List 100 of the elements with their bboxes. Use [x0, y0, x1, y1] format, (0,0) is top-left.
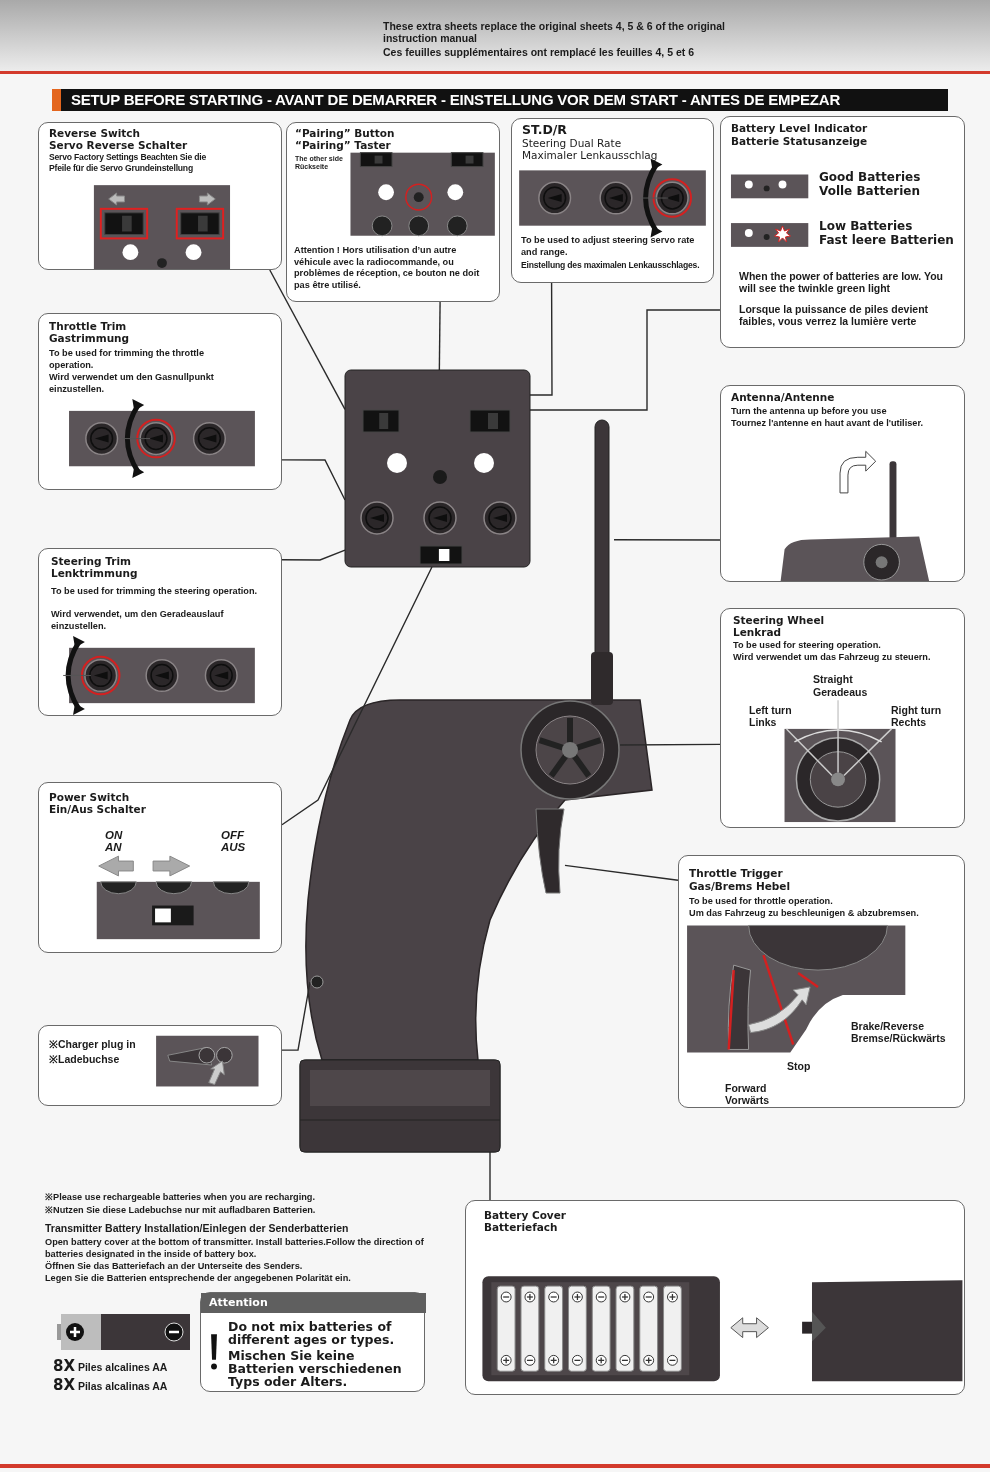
note-text: 8X Piles alcalines AA: [53, 1360, 169, 1373]
callout-panel: [678, 855, 965, 1108]
control-panel: [345, 370, 530, 567]
note-text: Öffnen Sie das Batteriefach an der Unterseite des Senders.: [45, 1261, 304, 1273]
panel-heading: Throttle Trim: [49, 320, 127, 332]
leader-line: [529, 282, 553, 396]
note-text: ※Nutzen Sie diese Ladebuchse nur mit aufladbaren Batterien.: [45, 1205, 317, 1217]
status-label: Fast leere Batterien: [819, 233, 954, 247]
note-text: Transmitter Battery Installation/Einlegen der Senderbatterien: [45, 1222, 350, 1234]
callout-panel: [38, 313, 282, 490]
part-label: Geradeaus: [813, 686, 868, 698]
part-label: ※Ladebuchse: [49, 1053, 120, 1065]
battery-compartment: [300, 1060, 500, 1152]
part-label: Lorsque la puissance de piles devient faibles, vous verrez la lumière verte: [739, 303, 930, 327]
panel-heading: “Pairing” Taster: [295, 139, 391, 151]
note-text: Legen Sie die Batterien entsprechende der angegebenen Polarität ein.: [45, 1273, 352, 1285]
note-text: ※Please use rechargeable batteries when you are recharging.: [45, 1192, 316, 1204]
leader-line: [281, 459, 346, 501]
leader-line: [281, 566, 433, 826]
panel-heading: ST.D/R: [522, 123, 567, 137]
antenna: [590, 420, 614, 705]
leader-line: [619, 743, 721, 746]
panel-heading: Antenna/Antenne: [731, 391, 835, 403]
panel-heading: Battery Level Indicator: [731, 122, 868, 134]
panel-heading: Throttle Trigger: [689, 867, 783, 879]
switch-label: OFF: [221, 829, 244, 841]
panel-text: To be used for trimming the throttle operation.: [49, 348, 205, 371]
switch-label: AN: [105, 841, 122, 853]
panel-text: To be used for throttle operation.: [689, 896, 834, 908]
leader-line: [438, 301, 441, 371]
section-title: SETUP BEFORE STARTING - AVANT DE DEMARRER - EINSTELLUNG VOR DEM START - ANTES DE EMPEZAR: [52, 89, 948, 111]
switch-label: AUS: [221, 841, 246, 853]
part-label: ※Charger plug in: [49, 1038, 136, 1050]
leader-line: [564, 864, 679, 881]
part-label: Bremse/Rückwärts: [851, 1032, 946, 1044]
leader-line: [529, 309, 721, 411]
panel-heading: Steering Wheel: [733, 614, 825, 626]
callout-panel: [720, 608, 965, 828]
note-text: Open battery cover at the bottom of transmitter. Install batteries.Follow the direction of batteries designated in the inside of battery box.: [45, 1237, 425, 1260]
panel-heading: “Pairing” Button: [295, 127, 395, 139]
callout-panel: [720, 116, 965, 348]
note-text: These extra sheets replace the original sheets 4, 5 & 6 of the original instruction manual: [383, 20, 726, 44]
panel-heading: Reverse Switch: [49, 127, 140, 139]
panel-heading: Ein/Aus Schalter: [49, 803, 146, 815]
switch-label: ON: [105, 829, 123, 841]
panel-heading: Steering Trim: [51, 555, 131, 567]
panel-heading: Battery Cover: [484, 1209, 566, 1221]
panel-heading: Gas/Brems Hebel: [689, 880, 791, 892]
panel-text: To be used for steering operation.: [733, 640, 882, 652]
part-label: Brake/Reverse: [851, 1020, 924, 1032]
panel-text: Tournez l'antenne en haut avant de l'utiliser.: [731, 418, 925, 430]
panel-text: To be used to adjust steering servo rate and range.: [521, 235, 696, 258]
part-label: Right turn: [891, 704, 942, 716]
box-header: Attention: [201, 1293, 426, 1313]
panel-heading: Lenktrimmung: [51, 567, 138, 579]
panel-text: Um das Fahrzeug zu beschleunigen & abzubremsen.: [689, 908, 920, 920]
panel-text: Maximaler Lenkausschlag: [522, 149, 658, 161]
panel-text: Steering Dual Rate: [522, 137, 622, 149]
callout-panel: [38, 1025, 282, 1106]
panel-text: Attention ! Hors utilisation d’un autre véhicule avec la radiocommande, ou problèmes de réception, ce bouton ne doit pas être utilisé.: [294, 245, 481, 291]
panel-heading: Gastrimmung: [49, 332, 130, 344]
warning-text: Do not mix batteries of different ages or types.: [228, 1320, 396, 1346]
part-label: Left turn: [749, 704, 792, 716]
panel-heading: Power Switch: [49, 791, 130, 803]
panel-text: Wird verwendet um den Gasnullpunkt einzustellen.: [49, 372, 215, 395]
panel-text: Wird verwendet um das Fahrzeug zu steuern.: [733, 652, 932, 664]
leader-line: [613, 539, 721, 541]
panel-text: Wird verwendet, um den Geradeauslauf einzustellen.: [51, 609, 225, 632]
leader-line: [281, 549, 346, 561]
status-label: Volle Batterien: [819, 184, 920, 198]
steering-wheel: [520, 700, 620, 800]
charging-port: [310, 975, 324, 989]
status-label: Good Batteries: [819, 170, 921, 184]
leader-line: [269, 269, 346, 411]
part-label: Stop: [787, 1060, 811, 1072]
callout-panel: [38, 782, 282, 953]
callout-panel: [465, 1200, 965, 1395]
panel-text: Einstellung des maximalen Lenkausschlages.: [521, 260, 700, 271]
callout-panel: [38, 122, 282, 270]
callout-panel: [200, 1292, 425, 1392]
panel-text: To be used for trimming the steering operation.: [51, 586, 259, 598]
throttle-trigger: [535, 808, 565, 894]
callout-panel: [286, 122, 500, 302]
note-text: 8X Pilas alcalinas AA: [53, 1379, 169, 1392]
part-label: Vorwärts: [725, 1094, 770, 1106]
callout-panel: [511, 118, 714, 283]
panel-text: Turn the antenna up before you use: [731, 406, 888, 418]
panel-text: Servo Factory Settings Beachten Sie die Pfeile für die Servo Grundeinstellung: [49, 152, 207, 173]
callout-panel: [720, 385, 965, 582]
panel-heading: Batteriefach: [484, 1221, 558, 1233]
warning-text: Mischen Sie keine Batterien verschiedenen Typs oder Alters.: [228, 1349, 403, 1388]
panel-heading: Servo Reverse Schalter: [49, 139, 188, 151]
leader-line: [281, 981, 311, 1051]
status-label: Low Batteries: [819, 219, 913, 233]
part-label: Straight: [813, 673, 853, 685]
part-label: Rechts: [891, 716, 926, 728]
part-label: Links: [749, 716, 777, 728]
part-label: Forward: [725, 1082, 767, 1094]
leader-line: [489, 1151, 491, 1201]
panel-heading: Batterie Statusanzeige: [731, 135, 868, 147]
